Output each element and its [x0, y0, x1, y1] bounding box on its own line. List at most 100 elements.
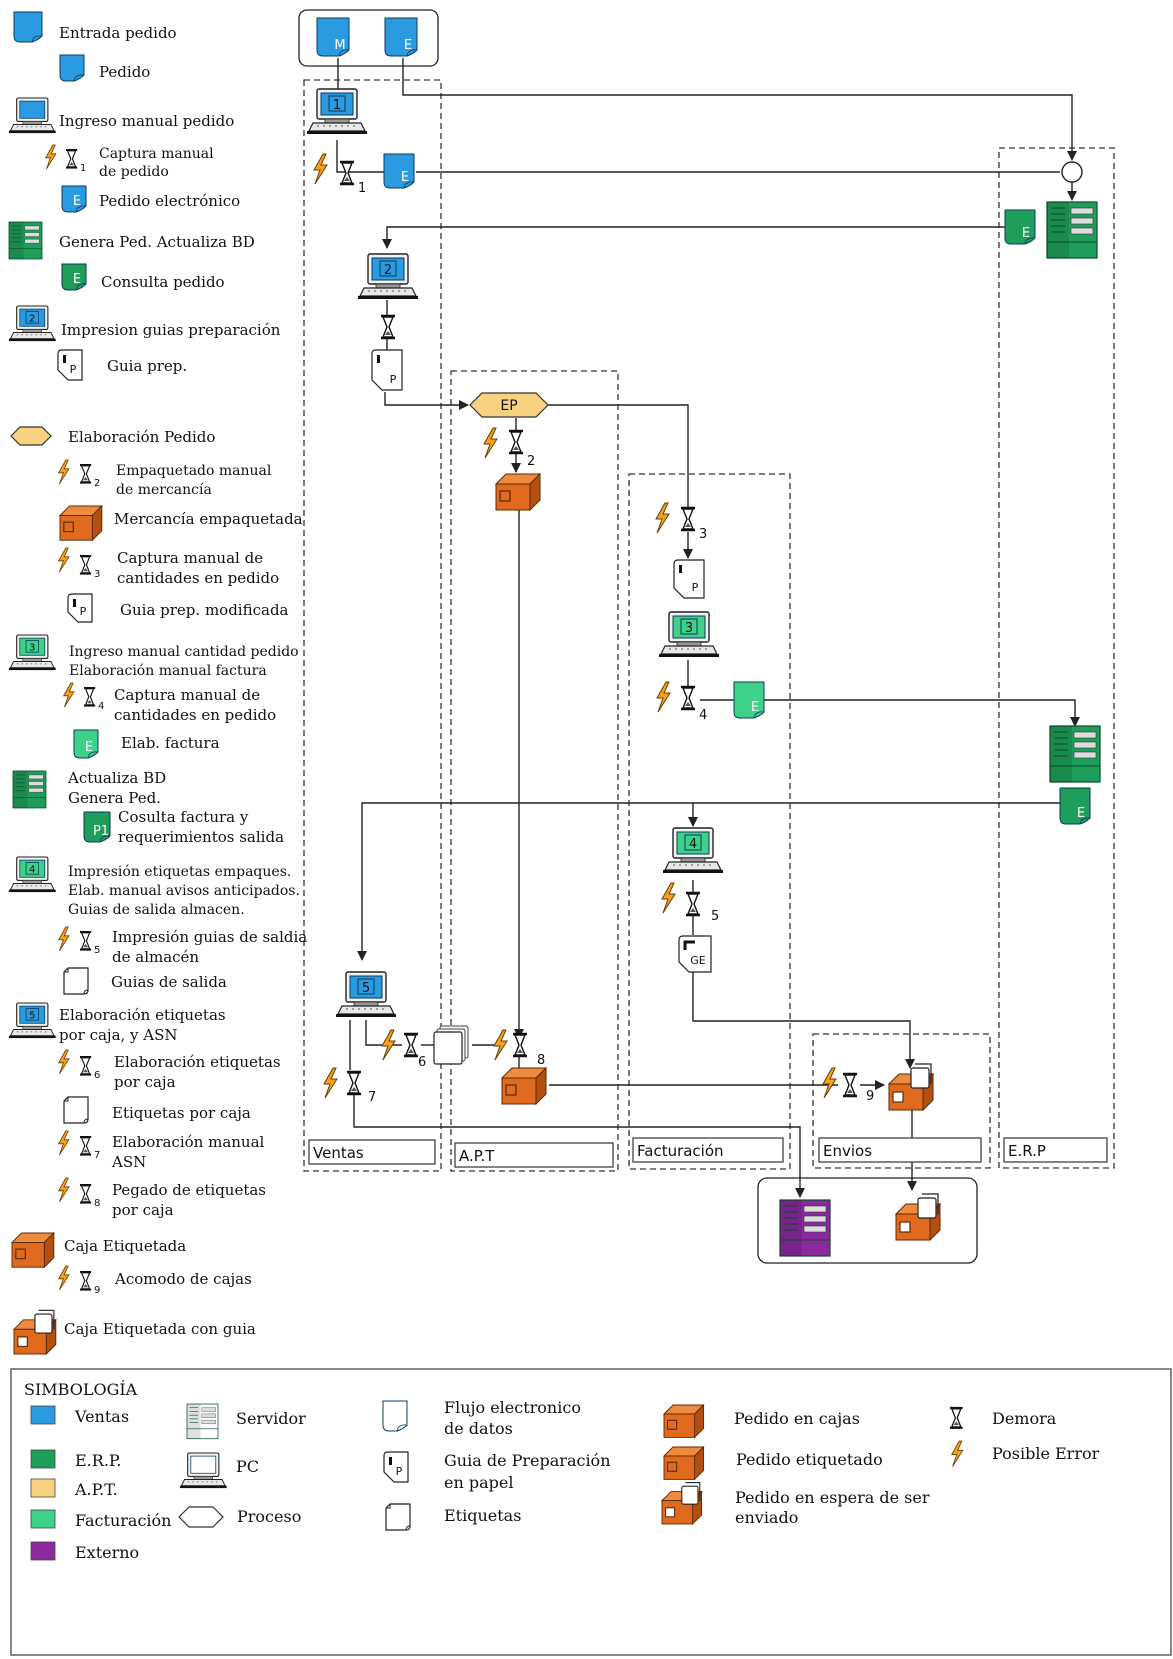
erp-server-1 [1046, 201, 1098, 259]
legend-label: Guia prep. [107, 357, 187, 375]
error-bolt-9 [822, 1067, 837, 1099]
packaged-goods-box [494, 472, 542, 512]
legend-pc2-icon: 2 [8, 305, 56, 342]
legend-process-icon [10, 426, 52, 446]
delay-4 [681, 685, 695, 711]
labels-stack [433, 1025, 469, 1065]
legend-label: Elaboración etiquetas [59, 1006, 226, 1024]
delay-number: 8 [537, 1053, 545, 1068]
legend-pc4-icon: 4 [8, 856, 56, 893]
swimlane-3 [812, 1033, 991, 1169]
legend-label: Entrada pedido [59, 24, 177, 42]
symbol-label: de datos [444, 1419, 513, 1438]
legend-label: Guias de salida [111, 973, 227, 991]
doc-letter: P [692, 581, 699, 594]
symbol-label: Etiquetas [444, 1506, 521, 1525]
simbologia-process-icon [178, 1506, 224, 1528]
pc-3: 3 [659, 611, 719, 657]
symbol-label: Pedido en espera de ser [735, 1488, 930, 1507]
legend-delay-icon [80, 1270, 92, 1291]
delay-6 [404, 1032, 418, 1058]
entry-frame [298, 9, 439, 67]
color-label: Externo [75, 1543, 139, 1562]
legend-pc-icon [8, 97, 56, 134]
pc-4: 4 [663, 827, 723, 873]
legend-electronic-doc-icon: E [61, 185, 87, 213]
entry-doc-e: E [384, 17, 418, 57]
pc-5: 5 [336, 971, 396, 1017]
legend-label: Captura manual de [117, 549, 263, 567]
delay-3 [681, 506, 695, 532]
connector-guide-envios [692, 970, 915, 1069]
legend-entry-doc-icon [13, 11, 43, 43]
legend-label: cantidades en pedido [117, 569, 279, 587]
color-swatch [30, 1541, 56, 1561]
legend-exit-guide-icon [63, 967, 89, 995]
legend-delay-icon [80, 1055, 92, 1076]
doc-letter: P [396, 1465, 403, 1478]
legend-delay-icon [80, 554, 92, 575]
doc-letter: E [85, 740, 93, 755]
error-bolt-5 [661, 882, 676, 914]
legend-delay-icon [84, 686, 96, 707]
delay-9 [843, 1072, 857, 1098]
legend-label: Etiquetas por caja [112, 1104, 251, 1122]
connector-erp-pc5 [357, 802, 1063, 961]
pc-2: 2 [358, 253, 418, 299]
doc-letter: E [73, 272, 81, 287]
doc-letter: E [1022, 226, 1030, 241]
pc-number: 2 [29, 314, 35, 325]
delay-5 [686, 891, 700, 917]
error-bolt-7 [323, 1067, 338, 1099]
connector-ep-fact [547, 404, 689, 510]
pc-number: 2 [384, 263, 392, 278]
symbol-label: PC [236, 1457, 259, 1476]
simbologia-labeled-box-icon [662, 1445, 705, 1481]
simbologia-title: SIMBOLOGÍA [24, 1379, 138, 1399]
error-bolt-3 [655, 502, 670, 534]
legend-subscript: 6 [94, 1070, 100, 1081]
legend-label: Impresión guias de saldia [112, 928, 307, 946]
error-bolt-6 [381, 1029, 396, 1061]
symbol-label: Pedido en cajas [734, 1409, 860, 1428]
symbol-label: Demora [992, 1409, 1057, 1428]
symbol-label: enviado [735, 1508, 798, 1527]
connector-pc5-h6 [365, 1020, 402, 1046]
doc-letter: P [390, 373, 397, 386]
color-swatch [30, 1509, 56, 1529]
legend-delay-icon [80, 930, 92, 951]
doc-letter: P [70, 363, 77, 376]
legend-invoice-doc-icon: E [73, 729, 99, 759]
legend-label: por caja [114, 1073, 176, 1091]
exit-guide-doc: GE [678, 935, 712, 973]
connector-doc-erp2 [764, 699, 1080, 727]
connector-erp-pc2 [382, 226, 1005, 249]
legend-label: Elaboración manual factura [69, 663, 267, 679]
legend-bolt-icon [57, 1177, 70, 1203]
legend-guide-doc-icon: P [57, 349, 83, 381]
legend-order-doc-icon [59, 54, 85, 82]
erp-doc-1: E [1004, 209, 1036, 245]
legend-bolt-icon [57, 1265, 70, 1291]
delay-number: 7 [368, 1090, 376, 1105]
swimlane-label-box [1003, 1137, 1108, 1163]
legend-label: Caja Etiquetada con guia [64, 1320, 256, 1338]
legend-modified-guide-icon: P [67, 593, 93, 623]
delay-pc2 [381, 314, 395, 340]
legend-label: de pedido [99, 164, 169, 180]
legend-delay-icon [66, 148, 78, 169]
electronic-order-doc: E [383, 153, 415, 189]
legend-label: Pedido [99, 63, 150, 81]
symbol-label: Guia de Preparación [444, 1451, 611, 1470]
pc-number: 5 [362, 981, 370, 996]
swimlane-2 [628, 473, 791, 1170]
symbol-label: Pedido etiquetado [736, 1450, 883, 1469]
junction-circle [1061, 161, 1083, 183]
entry-doc-m: M [316, 17, 350, 57]
legend-subscript: 2 [94, 478, 100, 489]
symbol-label: en papel [444, 1473, 513, 1492]
erp-server-2 [1049, 725, 1101, 783]
legend-bolt-icon [57, 459, 70, 485]
